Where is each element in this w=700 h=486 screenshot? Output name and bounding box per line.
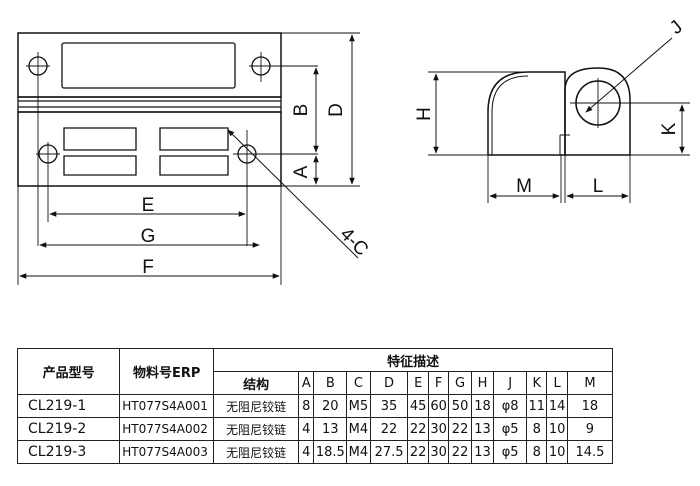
cross-pocket [63, 127, 229, 176]
label-J: J [666, 17, 687, 39]
table-row: CL219-2 HT077S4A002 无阻尼铰链 4 13 M4 22 22 … [16, 417, 614, 441]
label-E: E [142, 195, 155, 216]
cell-A: 4 [298, 417, 315, 441]
label-B: B [291, 104, 312, 117]
header-col: A [298, 371, 315, 395]
label-M: M [516, 176, 532, 197]
cell-model: CL219-1 [16, 394, 121, 418]
cell-A: 8 [298, 394, 315, 418]
label-L: L [593, 176, 604, 197]
header-col: C [346, 371, 371, 395]
cell-structure: 无阻尼铰链 [213, 417, 300, 441]
cell-J: φ5 [493, 440, 527, 464]
cell-B: 13 [313, 417, 348, 441]
upper-slot [61, 42, 236, 89]
header-col: L [546, 371, 568, 395]
cell-E: 22 [407, 440, 429, 464]
table-row: CL219-1 HT077S4A001 无阻尼铰链 8 20 M5 35 45 … [16, 394, 614, 418]
header-structure: 结构 [213, 371, 300, 395]
cell-F: 30 [427, 440, 450, 464]
cell-D: 35 [369, 394, 409, 418]
cell-D: 27.5 [369, 440, 409, 464]
label-F: F [142, 257, 154, 278]
cell-L: 10 [546, 440, 568, 464]
side-left-profile [487, 71, 566, 155]
header-erp: 物料号ERP [119, 348, 215, 395]
cell-model: CL219-3 [16, 440, 121, 464]
cell-F: 30 [427, 417, 450, 441]
hinge-technical-drawing: B D A E G F 4-C [17, 17, 690, 285]
header-col: H [470, 371, 495, 395]
header-model: 产品型号 [16, 348, 121, 395]
cell-G: 22 [448, 417, 472, 441]
cell-K: 11 [525, 394, 548, 418]
cell-K: 8 [525, 440, 548, 464]
cell-structure: 无阻尼铰链 [213, 394, 300, 418]
label-D: D [326, 103, 347, 117]
header-col: E [407, 371, 429, 395]
cell-K: 8 [525, 417, 548, 441]
table-row: CL219-3 HT077S4A003 无阻尼铰链 4 18.5 M4 27.5… [16, 440, 614, 464]
cell-erp: HT077S4A001 [119, 394, 215, 418]
cell-structure: 无阻尼铰链 [213, 440, 300, 464]
label-G: G [141, 226, 156, 247]
label-A: A [291, 165, 312, 178]
header-col: K [525, 371, 548, 395]
cell-E: 22 [407, 417, 429, 441]
lower-leaf [17, 111, 282, 187]
header-col: D [369, 371, 409, 395]
side-right-profile [564, 67, 631, 156]
cell-L: 14 [546, 394, 568, 418]
header-col: F [427, 371, 450, 395]
cell-L: 10 [546, 417, 568, 441]
cell-model: CL219-2 [16, 417, 121, 441]
cell-E: 45 [407, 394, 429, 418]
cell-F: 60 [427, 394, 450, 418]
cell-H: 18 [470, 394, 495, 418]
cell-C: M4 [346, 440, 371, 464]
header-col: B [313, 371, 348, 395]
leader-J [585, 37, 673, 113]
knuckle-band [17, 96, 282, 113]
spec-table: 产品型号 物料号ERP 特征描述 结构 A B C D E F G H J K … [16, 348, 614, 464]
header-col: G [448, 371, 472, 395]
header-col: J [493, 371, 527, 395]
cell-J: φ5 [493, 417, 527, 441]
cell-H: 13 [470, 440, 495, 464]
front-view [17, 32, 360, 285]
header-features: 特征描述 [213, 348, 613, 372]
label-H: H [414, 107, 435, 121]
cell-B: 20 [313, 394, 348, 418]
cell-C: M4 [346, 417, 371, 441]
side-view [428, 37, 690, 203]
cell-C: M5 [346, 394, 371, 418]
cell-erp: HT077S4A002 [119, 417, 215, 441]
label-4C: 4-C [336, 224, 373, 261]
cell-G: 22 [448, 440, 472, 464]
cell-erp: HT077S4A003 [119, 440, 215, 464]
cell-A: 4 [298, 440, 315, 464]
cell-H: 13 [470, 417, 495, 441]
leader-4C [227, 129, 359, 259]
cell-D: 22 [369, 417, 409, 441]
cell-B: 18.5 [313, 440, 348, 464]
cell-M: 18 [566, 394, 614, 418]
cell-G: 50 [448, 394, 472, 418]
cell-M: 9 [566, 417, 614, 441]
cell-M: 14.5 [566, 440, 614, 464]
label-K: K [659, 122, 680, 135]
cell-J: φ8 [493, 394, 527, 418]
header-col: M [566, 371, 614, 395]
